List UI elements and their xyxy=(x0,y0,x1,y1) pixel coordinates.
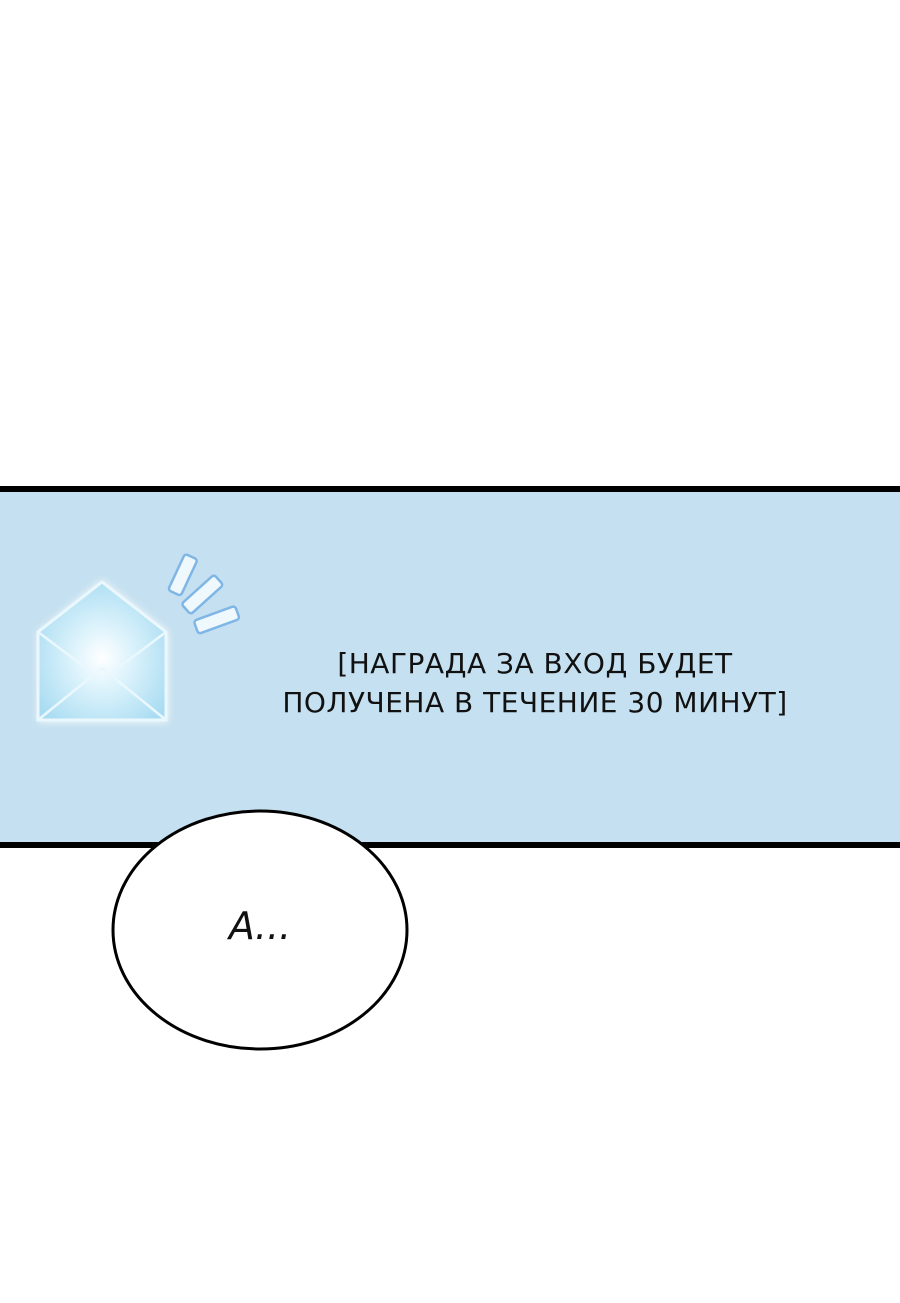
speech-bubble xyxy=(111,809,409,1051)
notification-line-1: [НАГРАДА ЗА ВХОД БУДЕТ xyxy=(337,647,733,680)
notification-panel: [НАГРАДА ЗА ВХОД БУДЕТ ПОЛУЧЕНА В ТЕЧЕНИ… xyxy=(0,486,900,848)
notification-text: [НАГРАДА ЗА ВХОД БУДЕТ ПОЛУЧЕНА В ТЕЧЕНИ… xyxy=(240,644,830,722)
mail-icon xyxy=(36,553,241,722)
notification-line-2: ПОЛУЧЕНА В ТЕЧЕНИЕ 30 МИНУТ] xyxy=(282,686,788,719)
speech-text: А... xyxy=(228,904,292,948)
